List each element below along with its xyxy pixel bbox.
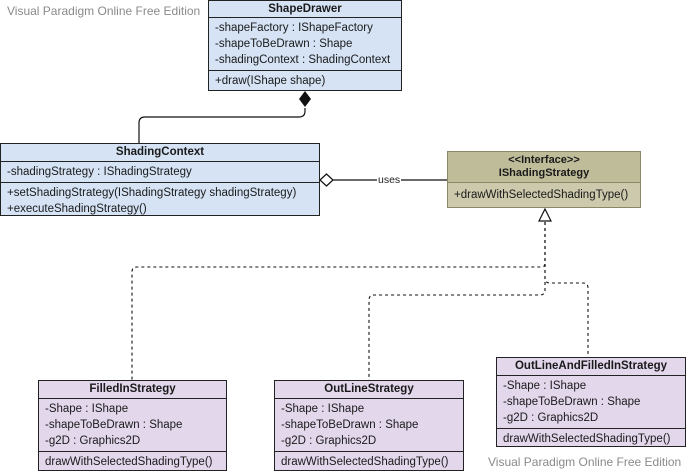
interface-header: <<Interface>> IShadingStrategy [448,152,640,183]
interface-name: IShadingStrategy [498,167,590,179]
methods-section: drawWithSelectedShadingType() [275,452,463,472]
stereotype: <<Interface>> [508,154,580,166]
realization-triangle-icon [538,207,552,222]
composition-connector [138,108,306,144]
composition-diamond-icon [299,91,311,107]
attribute: -Shape : IShape [503,380,587,392]
interface-ishading-strategy[interactable]: <<Interface>> IShadingStrategy +drawWith… [447,151,641,208]
attribute: -shapeToBeDrawn : Shape [281,419,419,431]
watermark-bottom: Visual Paradigm Online Free Edition [488,455,682,469]
method: +setShadingStrategy(IShadingStrategy sha… [7,187,297,199]
method: +executeShadingStrategy() [7,203,147,215]
class-name: OutLineStrategy [275,381,463,399]
methods-section: +drawWithSelectedShadingType() [448,183,640,205]
class-name: FilledInStrategy [39,381,226,399]
method: drawWithSelectedShadingType() [45,456,213,468]
methods-section: drawWithSelectedShadingType() [497,429,685,449]
class-filled-in-strategy[interactable]: FilledInStrategy -Shape : IShape -shapeT… [38,380,227,471]
class-shading-context[interactable]: ShadingContext -shadingStrategy : IShadi… [0,143,320,216]
attribute: -shapeFactory : IShapeFactory [215,22,373,34]
attribute: -g2D : Graphics2D [503,412,599,424]
realization-outline [368,222,546,380]
class-name: ShadingContext [1,144,319,162]
method: drawWithSelectedShadingType() [281,456,449,468]
class-outline-strategy[interactable]: OutLineStrategy -Shape : IShape -shapeTo… [274,380,464,471]
attributes-section: -shadingStrategy : IShadingStrategy [1,162,319,183]
methods-section: +setShadingStrategy(IShadingStrategy sha… [1,183,319,219]
uses-label: uses [377,174,402,186]
methods-section: +draw(IShape shape) [209,71,401,91]
method: +draw(IShape shape) [215,75,326,87]
attribute: -shapeToBeDrawn : Shape [503,396,641,408]
attributes-section: -shapeFactory : IShapeFactory -shapeToBe… [209,18,401,71]
watermark-top: Visual Paradigm Online Free Edition [7,4,201,18]
attribute: -g2D : Graphics2D [281,435,377,447]
attribute: -Shape : IShape [281,403,365,415]
class-name: ShapeDrawer [209,1,401,18]
attributes-section: -Shape : IShape -shapeToBeDrawn : Shape … [497,376,685,429]
attribute: -g2D : Graphics2D [45,435,141,447]
method: +drawWithSelectedShadingType() [454,189,629,201]
attributes-section: -Shape : IShape -shapeToBeDrawn : Shape … [275,399,463,452]
attributes-section: -Shape : IShape -shapeToBeDrawn : Shape … [39,399,226,452]
realization-outline-filled [544,222,589,357]
realization-filled-in [131,222,546,380]
attribute: -Shape : IShape [45,403,129,415]
attribute: -shadingContext : ShadingContext [215,54,391,66]
aggregation-diamond-icon [319,173,334,187]
methods-section: drawWithSelectedShadingType() [39,452,226,472]
attribute: -shapeToBeDrawn : Shape [215,38,353,50]
attribute: -shadingStrategy : IShadingStrategy [7,166,192,178]
class-name: OutLineAndFilledInStrategy [497,358,685,376]
class-outline-and-filled-in-strategy[interactable]: OutLineAndFilledInStrategy -Shape : ISha… [496,357,686,447]
attribute: -shapeToBeDrawn : Shape [45,419,183,431]
class-shape-drawer[interactable]: ShapeDrawer -shapeFactory : IShapeFactor… [208,0,402,91]
method: drawWithSelectedShadingType() [503,433,671,445]
